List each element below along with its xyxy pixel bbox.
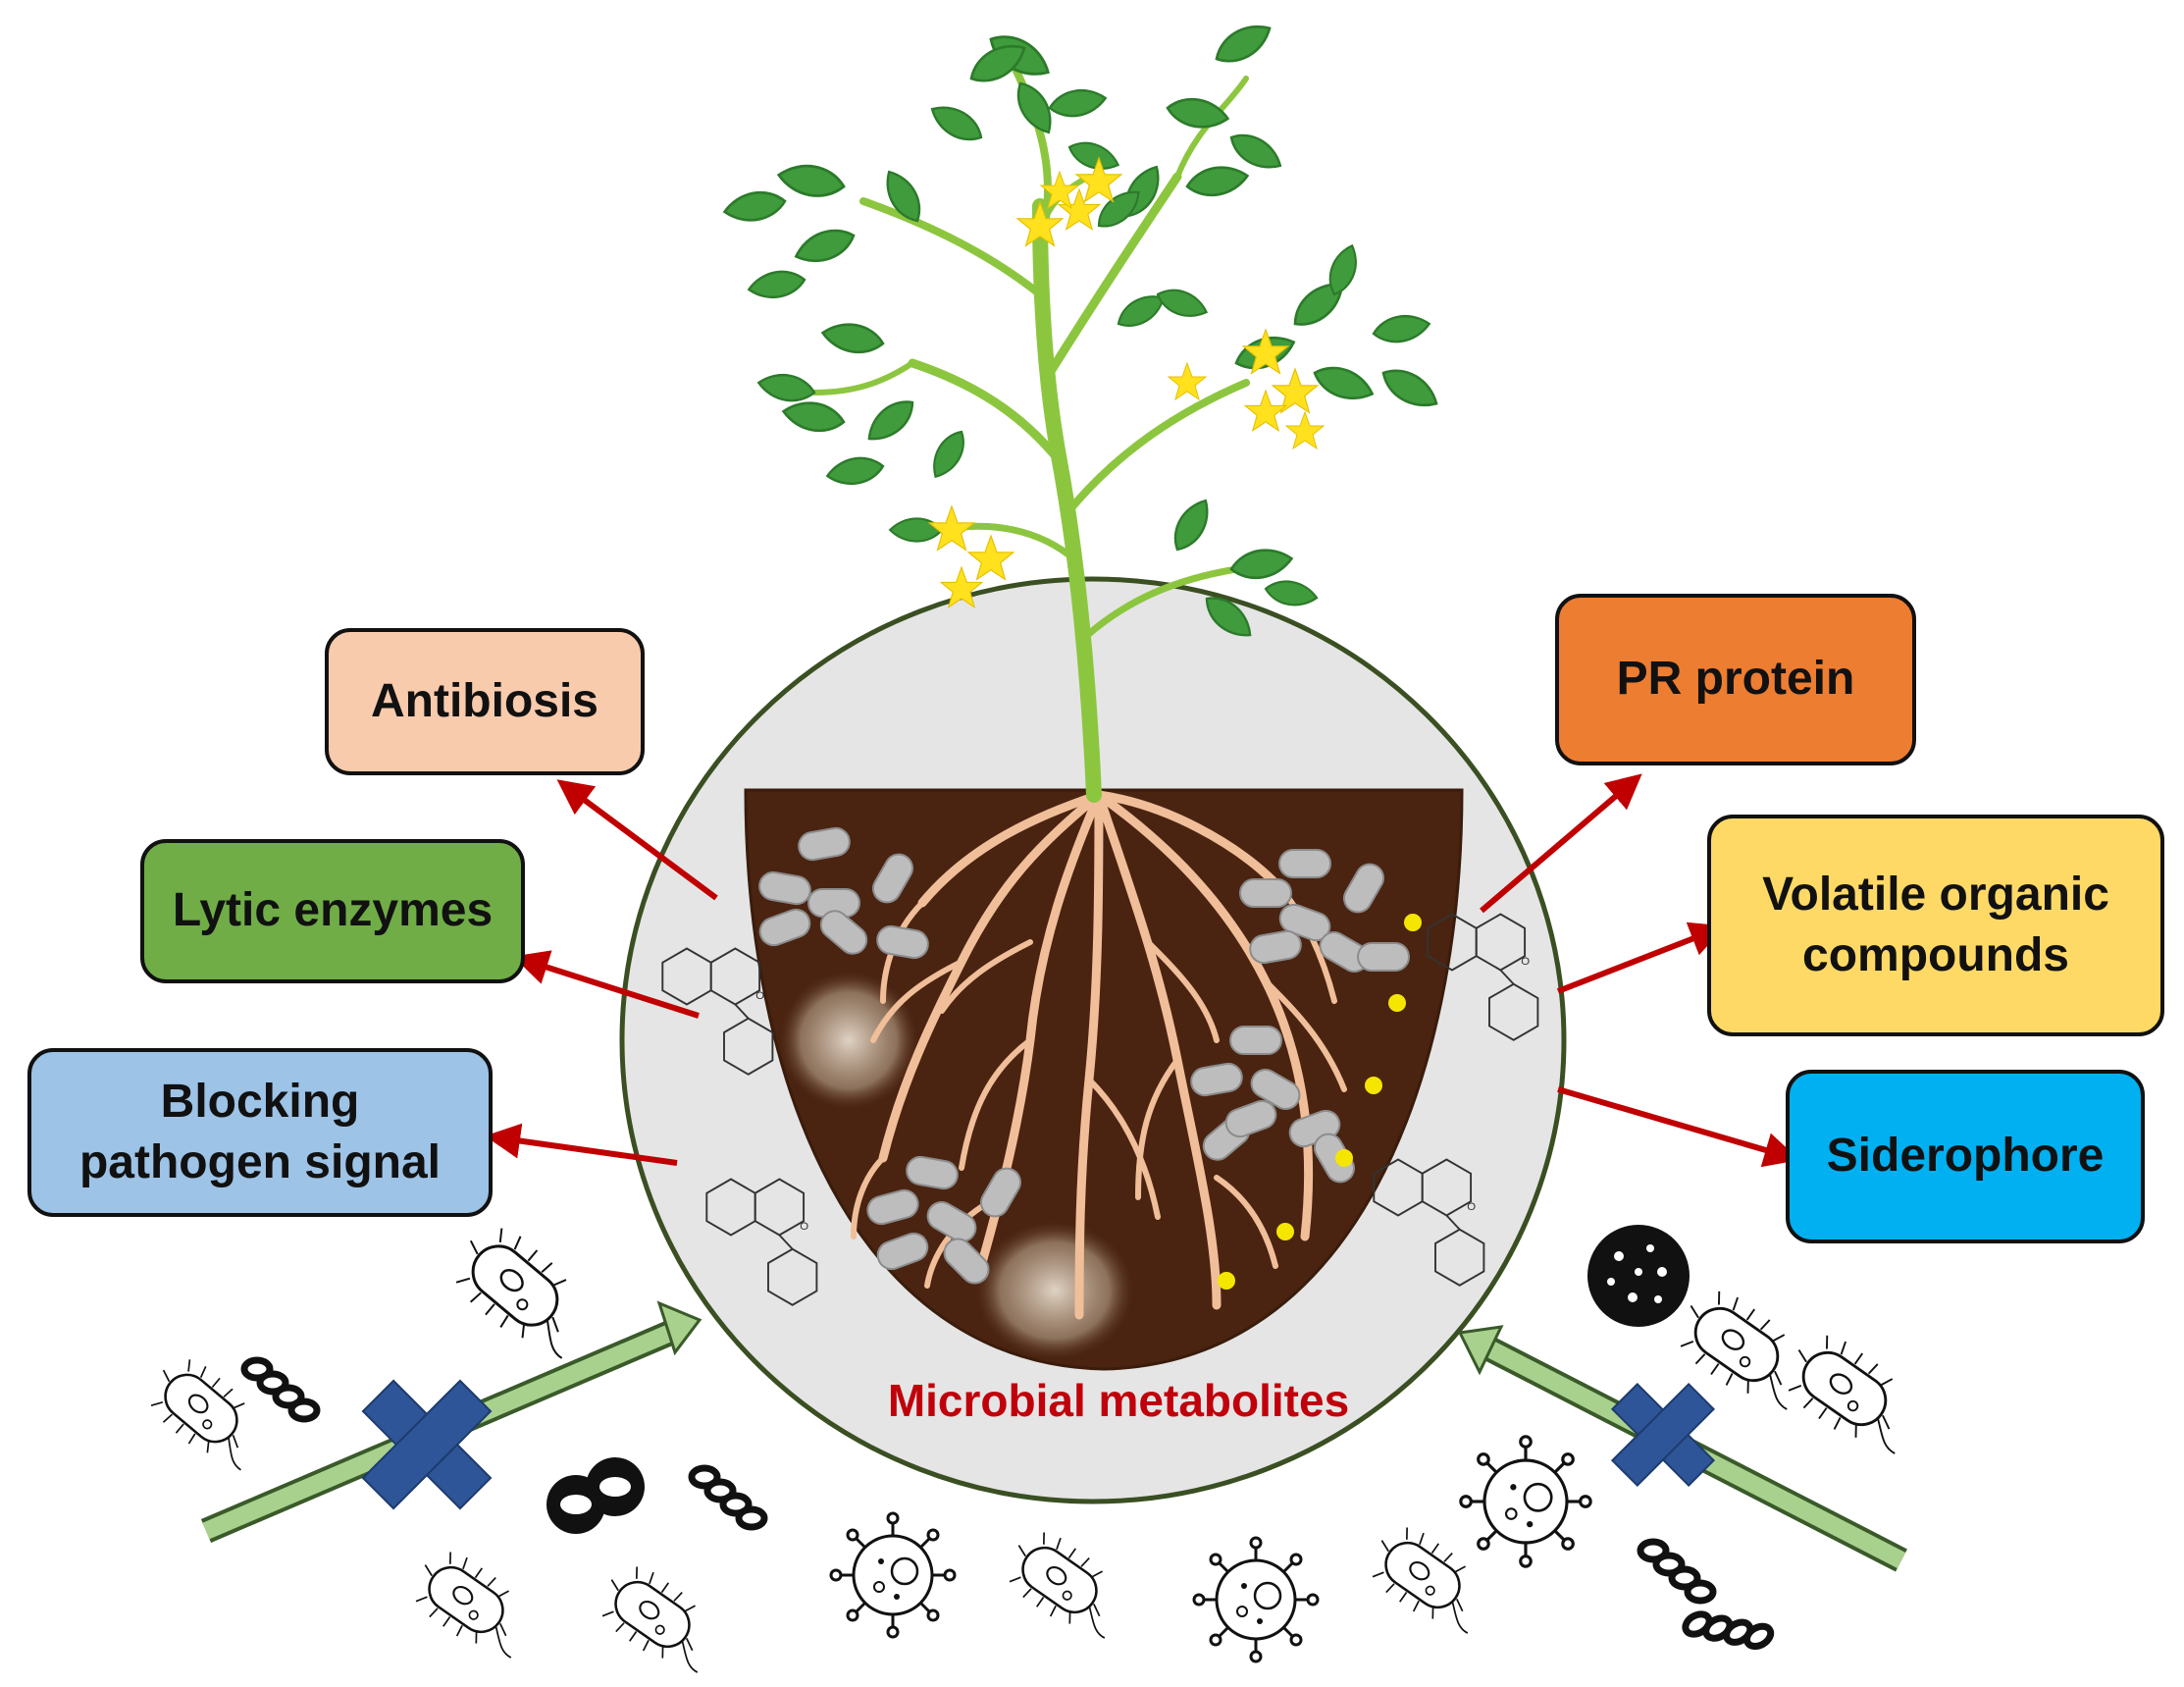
volatile-organic-compounds-box: Volatile organic compounds [1707,815,2164,1036]
arrow-voc [1556,922,1726,994]
leaves [720,15,1445,646]
siderophore-label: Siderophore [1826,1130,2105,1183]
blocking-label-line2: pathogen signal [78,1136,441,1188]
effect-arrows [485,773,1800,1168]
arrow-lytic-enzymes [512,950,700,1019]
bacterium-icon [400,1539,546,1670]
blocked-pathogen-entry [200,1300,1907,1572]
streptococcus-chain-icon [1640,1542,1713,1601]
antibiosis-box: Antibiosis [325,628,645,775]
metabolite-dots [1218,914,1422,1290]
bacterium-icon [587,1554,732,1685]
siderophore-box: Siderophore [1786,1070,2145,1243]
pathogen-community [136,1212,1933,1685]
microbial-metabolites-caption: Microbial metabolites [887,1375,1350,1426]
arrow-antibiosis [556,779,718,901]
pr-protein-box: PR protein [1555,594,1916,765]
virus-icon [1459,1435,1592,1568]
virus-icon [1192,1536,1320,1663]
root-system-icon [851,790,1347,1320]
lytic-enzymes-label: Lytic enzymes [172,884,494,937]
bacterium-icon [994,1519,1139,1651]
lytic-enzymes-box: Lytic enzymes [140,839,525,983]
block-x-icon [1610,1382,1716,1488]
arrow-siderophore [1557,1086,1800,1168]
diplococcus-icon [546,1457,645,1534]
blocking-label-line1: Blocking [160,1075,360,1128]
bacterium-icon [1771,1321,1933,1467]
flowers [928,157,1325,608]
bacterium-icon [439,1212,606,1372]
block-x-icon [361,1379,493,1510]
streptococcus-chain-icon [244,1360,317,1419]
voc-label-line1: Volatile organic [1762,868,2109,921]
virus-icon [829,1511,957,1639]
spore-cluster-icon [1587,1225,1690,1327]
voc-label-line2: compounds [1802,929,2069,981]
fungal-mycelium [780,972,917,1109]
antibiosis-label: Antibiosis [370,674,598,727]
streptococcus-chain-icon [692,1468,764,1527]
fungal-mycelium [976,1222,1133,1359]
arrow-pr-protein [1480,773,1642,914]
blocking-pathogen-signal-box: Blocking pathogen signal [27,1048,493,1217]
tomato-plant-icon [720,15,1445,803]
bacterium-icon [1357,1514,1502,1646]
arrow-blocking [485,1123,678,1166]
pr-protein-label: PR protein [1616,653,1855,706]
